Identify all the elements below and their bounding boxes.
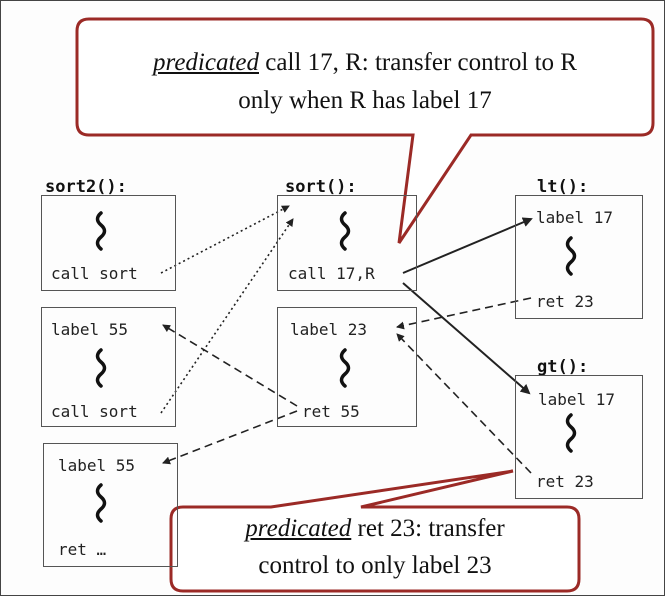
arrow-gt-ret-to-label23 bbox=[396, 333, 532, 474]
lt-block: label 17 ret 23 bbox=[515, 195, 643, 319]
arrow-ret55-to-label55-b bbox=[162, 324, 298, 407]
sort2-block-label55: label 55 call sort bbox=[41, 307, 176, 427]
gt-title: gt(): bbox=[537, 357, 589, 377]
gt-ret23-text: ret 23 bbox=[536, 472, 594, 491]
top-callout-rest: call 17, R: transfer control to R bbox=[259, 49, 577, 76]
sort2-ret-text: ret … bbox=[58, 540, 107, 559]
squiggle-gt bbox=[565, 413, 577, 453]
arrow-lt-ret-to-label23 bbox=[396, 297, 532, 330]
lt-ret23-text: ret 23 bbox=[536, 292, 594, 311]
top-callout-bubble bbox=[75, 17, 655, 244]
sort-title: sort(): bbox=[285, 177, 357, 197]
sort2-call-sort-text-2: call sort bbox=[51, 402, 138, 421]
arrow-call-to-gt bbox=[402, 282, 531, 395]
sort-block-label23: label 23 ret 55 bbox=[277, 307, 417, 427]
gt-label17-text: label 17 bbox=[538, 390, 616, 409]
bottom-callout-line2: control to only label 23 bbox=[258, 552, 492, 579]
sort-ret55-text: ret 55 bbox=[302, 402, 360, 421]
squiggle-sort2-a bbox=[95, 211, 107, 251]
arrow-call-sort-1 bbox=[160, 205, 290, 274]
sort2-title: sort2(): bbox=[45, 177, 127, 197]
lt-label17-text: label 17 bbox=[536, 208, 614, 227]
arrow-ret55-to-label55-c bbox=[162, 410, 298, 465]
bottom-callout-bubble bbox=[169, 469, 581, 593]
sort2-label55-b-text: label 55 bbox=[58, 456, 136, 475]
arrow-call-sort-2 bbox=[160, 218, 294, 414]
top-callout-emphasis: predicated bbox=[153, 49, 259, 76]
squiggle-sort-b bbox=[339, 348, 351, 388]
bottom-callout-emphasis: predicated bbox=[245, 515, 352, 542]
top-callout-line2: only when R has label 17 bbox=[238, 87, 492, 114]
squiggle-sort2-b bbox=[95, 348, 107, 388]
sort-block-call: call 17,R bbox=[277, 195, 417, 291]
squiggle-sort2-c bbox=[95, 483, 107, 523]
arrow-call-to-lt bbox=[402, 217, 533, 274]
sort-label23-text: label 23 bbox=[290, 320, 368, 339]
sort2-label55-text: label 55 bbox=[51, 320, 129, 339]
lt-title: lt(): bbox=[537, 177, 589, 197]
sort2-call-sort-text: call sort bbox=[51, 264, 138, 283]
gt-block: label 17 ret 23 bbox=[515, 375, 643, 499]
sort2-block-label55-b: label 55 ret … bbox=[43, 443, 178, 567]
squiggle-lt bbox=[565, 236, 577, 276]
bottom-callout-rest: ret 23: transfer bbox=[351, 515, 505, 542]
squiggle-sort-a bbox=[339, 211, 351, 251]
top-callout-line1: predicated call 17, R: transfer control … bbox=[83, 49, 647, 77]
sort-call-17-r-text: call 17,R bbox=[288, 264, 375, 283]
sort2-block-call: call sort bbox=[41, 195, 176, 291]
bottom-callout-line1: predicated ret 23: transfer bbox=[177, 515, 573, 543]
